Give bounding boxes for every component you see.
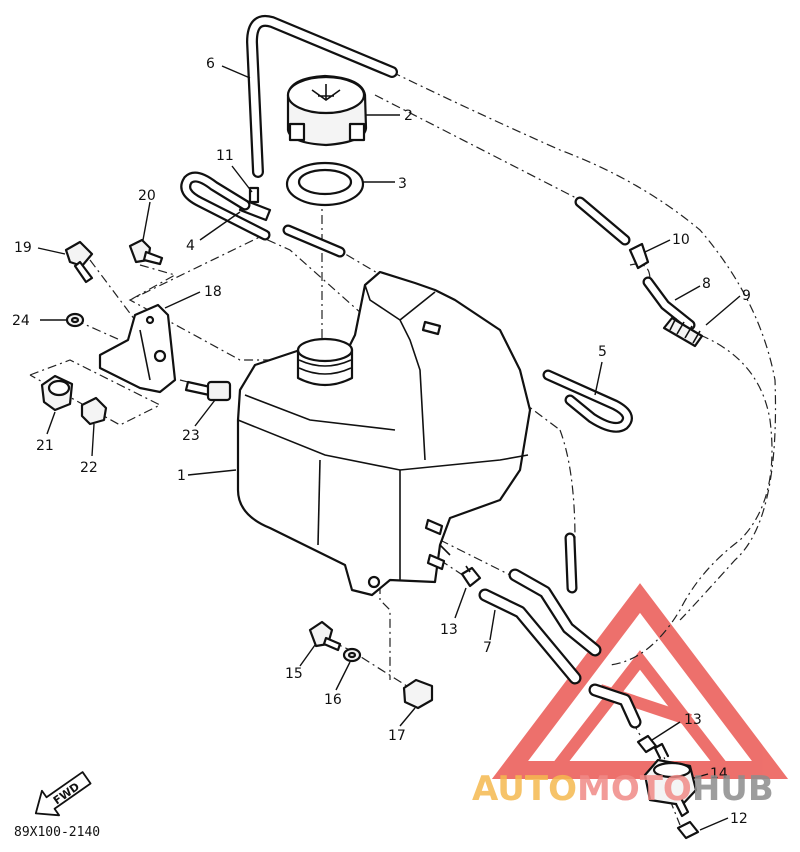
callout-15: 15	[285, 666, 303, 682]
callout-17: 17	[388, 728, 406, 744]
callout-11: 11	[216, 148, 234, 164]
callout-22: 22	[80, 460, 98, 476]
part-13-clamp-upper	[460, 565, 482, 588]
fwd-arrow: FWD	[34, 771, 92, 817]
part-9-valve	[662, 316, 704, 348]
callout-leaders	[37, 65, 741, 831]
callout-1: 1	[177, 468, 186, 484]
callout-8: 8	[702, 276, 711, 292]
callout-7: 7	[483, 640, 492, 656]
callout-10: 10	[672, 232, 690, 248]
callout-23: 23	[182, 428, 200, 444]
callout-18: 18	[204, 284, 222, 300]
part-23-bolt	[184, 380, 232, 402]
callout-13-upper: 13	[440, 622, 458, 638]
part-24-nut	[65, 312, 85, 328]
short-hose-right	[574, 196, 631, 246]
part-7-hose	[478, 568, 642, 729]
part-2-filler-cap	[286, 74, 368, 147]
watermark-text: AUTOMOTOHUB	[472, 769, 774, 809]
part-14-filter	[643, 742, 698, 818]
short-hose-top	[282, 224, 346, 258]
part-20-bolt	[128, 238, 164, 266]
part-1-reservoir-tank	[236, 270, 532, 597]
callout-19: 19	[14, 240, 32, 256]
part-8-hose	[642, 276, 696, 331]
part-5-hose	[542, 369, 633, 433]
part-6-overflow-hose	[246, 15, 398, 178]
drawing-code: 89X100-2140	[14, 825, 100, 840]
part-22-collar	[80, 396, 108, 426]
callout-14: 14	[710, 766, 728, 782]
callout-2: 2	[404, 108, 413, 124]
callout-6: 6	[206, 56, 215, 72]
part-16-washer	[342, 647, 362, 663]
callout-4: 4	[186, 238, 195, 254]
callout-labels: 1 2 3 4 5 6 7 8 9 10 11 12 13 13 14 15 1…	[12, 56, 751, 827]
watermark-auto: AUTO	[472, 769, 577, 809]
part-10-joint	[628, 242, 650, 270]
part-19-bolt	[64, 240, 94, 284]
part-3-gasket	[285, 161, 365, 207]
callout-21: 21	[36, 438, 54, 454]
part-13-clamp-lower	[636, 734, 658, 754]
watermark-moto: MOTO	[577, 769, 692, 809]
part-4-hose	[180, 171, 271, 241]
callout-24: 24	[12, 313, 30, 329]
callout-20: 20	[138, 188, 156, 204]
callout-12: 12	[730, 811, 748, 827]
part-18-bracket	[98, 303, 177, 394]
part-21-grommet	[40, 374, 74, 412]
callout-5: 5	[598, 344, 607, 360]
callout-13-lower: 13	[684, 712, 702, 728]
callout-16: 16	[324, 692, 342, 708]
watermark-hub: HUB	[692, 769, 774, 809]
part-17-nut	[402, 678, 434, 710]
part-15-bolt	[308, 620, 342, 652]
callout-9: 9	[742, 288, 751, 304]
part-12-clamp	[676, 820, 700, 840]
vertical-hose	[564, 532, 578, 594]
callout-3: 3	[398, 176, 407, 192]
